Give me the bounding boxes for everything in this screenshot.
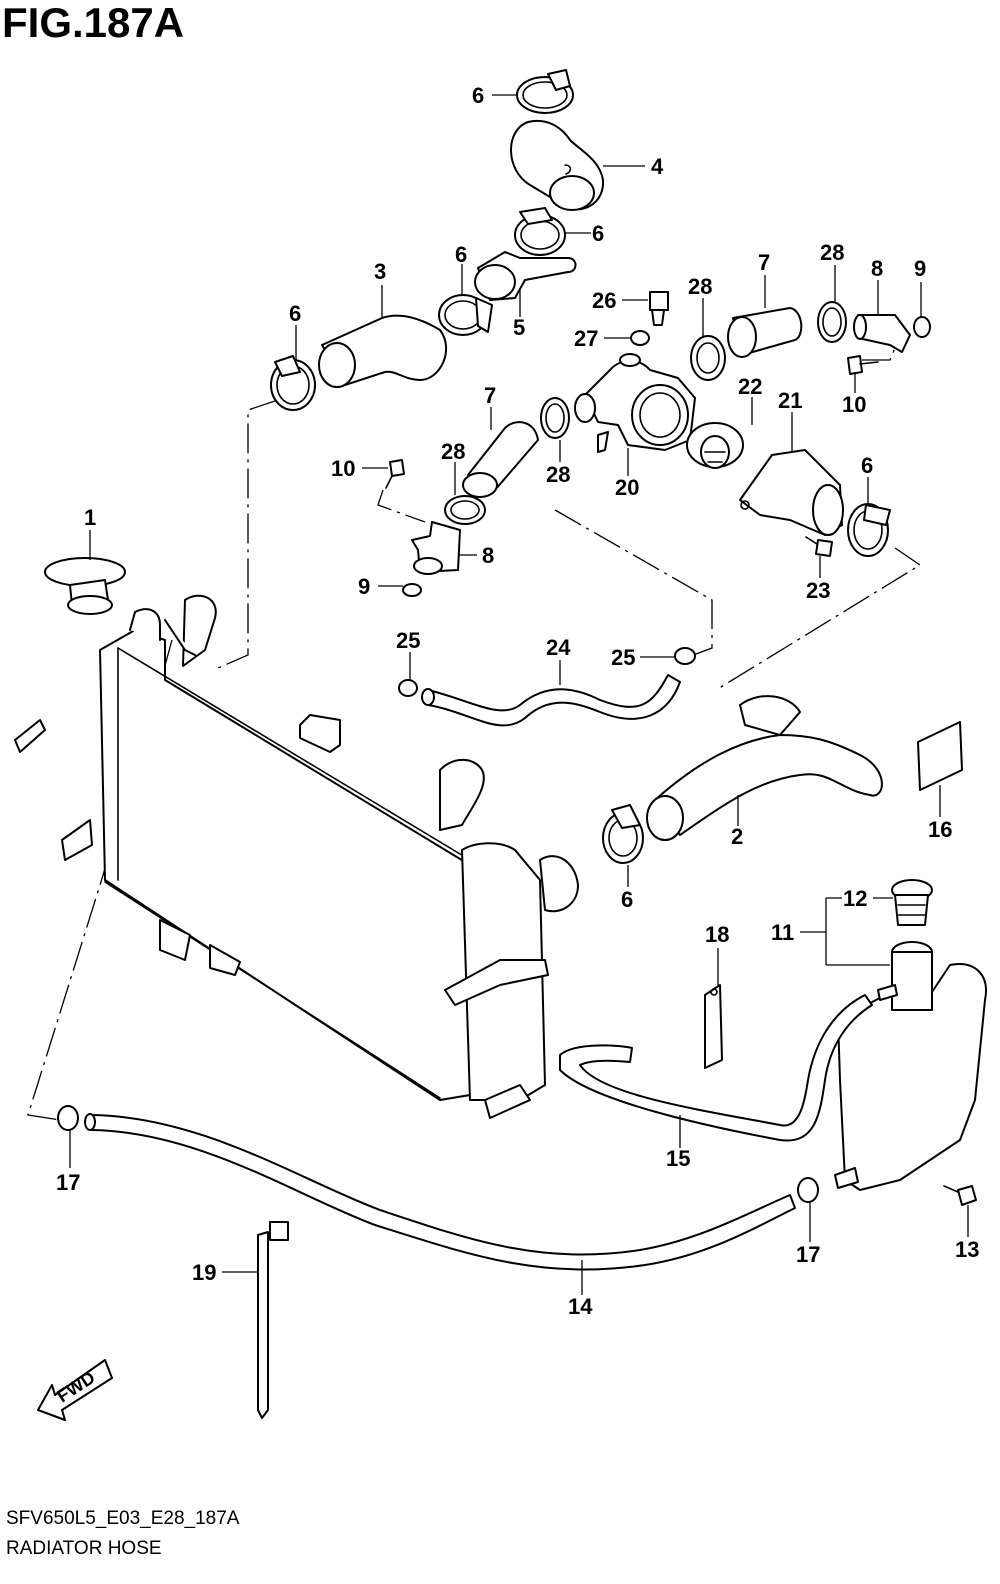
pipe-8-right bbox=[853, 314, 911, 353]
thermostat-22 bbox=[686, 422, 744, 469]
hose-clamp-6-third bbox=[438, 294, 493, 336]
clip-17-left bbox=[57, 1105, 79, 1131]
bolt-10-left bbox=[385, 459, 405, 489]
clamp-28-mid bbox=[690, 335, 726, 381]
callout-22: 22 bbox=[738, 374, 762, 399]
clip-25-left bbox=[398, 679, 418, 697]
callout-8: 8 bbox=[482, 543, 494, 568]
callout-20: 20 bbox=[615, 475, 639, 500]
bracket-18 bbox=[704, 984, 723, 1069]
radiator-cap-1 bbox=[44, 557, 126, 615]
callout-2: 2 bbox=[731, 824, 743, 849]
callout-7: 7 bbox=[758, 250, 770, 275]
bolt-13 bbox=[943, 1185, 977, 1206]
bolt-23 bbox=[805, 536, 833, 557]
radiator bbox=[14, 594, 579, 1119]
callout-25: 25 bbox=[396, 628, 420, 653]
callout-17: 17 bbox=[796, 1242, 820, 1267]
sensor-26 bbox=[649, 291, 669, 326]
leader-lines bbox=[69, 94, 969, 1295]
callout-23: 23 bbox=[806, 578, 830, 603]
callout-6: 6 bbox=[592, 221, 604, 246]
figure-title: FIG.187A bbox=[2, 0, 185, 46]
housing-cover-21 bbox=[739, 449, 844, 536]
callout-18: 18 bbox=[705, 922, 729, 947]
callout-17: 17 bbox=[56, 1170, 80, 1195]
pipe-5 bbox=[474, 251, 577, 301]
callout-21: 21 bbox=[778, 388, 802, 413]
callout-9: 9 bbox=[358, 574, 370, 599]
callout-14: 14 bbox=[568, 1294, 593, 1319]
hose-4 bbox=[510, 120, 605, 211]
callout-10: 10 bbox=[331, 456, 355, 481]
forward-direction-arrow: FWD bbox=[37, 1359, 113, 1421]
clamp-28-right-top bbox=[817, 301, 847, 343]
clamp-28-left bbox=[444, 495, 486, 525]
callout-28: 28 bbox=[441, 439, 465, 464]
bolt-10-right bbox=[847, 355, 879, 375]
hose-clamp-6-right bbox=[847, 503, 891, 557]
callout-15: 15 bbox=[666, 1146, 690, 1171]
callout-12: 12 bbox=[843, 886, 867, 911]
cap-12 bbox=[891, 879, 933, 926]
callout-6: 6 bbox=[289, 301, 301, 326]
callout-26: 26 bbox=[592, 288, 616, 313]
callout-11: 11 bbox=[771, 920, 794, 945]
hose-clamp-6-top bbox=[516, 69, 574, 114]
callout-numbers: 6 4 6 3 6 5 7 28 8 9 26 28 6 27 10 22 7 … bbox=[56, 83, 979, 1319]
callout-19: 19 bbox=[192, 1260, 216, 1285]
o-ring-9-left bbox=[402, 583, 422, 597]
o-ring-9-right bbox=[913, 316, 931, 338]
callout-10: 10 bbox=[842, 392, 866, 417]
hose-24 bbox=[421, 674, 681, 727]
callout-16: 16 bbox=[928, 817, 952, 842]
hose-3 bbox=[318, 314, 447, 388]
pipe-8-left bbox=[411, 521, 461, 575]
callout-6: 6 bbox=[621, 887, 633, 912]
hose-7-right bbox=[727, 307, 803, 358]
hose-clamp-6-left bbox=[270, 355, 316, 411]
callout-8: 8 bbox=[871, 256, 883, 281]
callout-28: 28 bbox=[546, 462, 570, 487]
figure-name: RADIATOR HOSE bbox=[6, 1538, 162, 1559]
callout-6: 6 bbox=[861, 453, 873, 478]
hose-15 bbox=[559, 994, 873, 1142]
callout-5: 5 bbox=[513, 315, 525, 340]
callout-1: 1 bbox=[84, 505, 96, 530]
reservoir-tank-11 bbox=[834, 941, 987, 1191]
callout-28: 28 bbox=[820, 240, 844, 265]
callout-6: 6 bbox=[455, 242, 467, 267]
cable-tie-19 bbox=[257, 1221, 289, 1419]
clip-25-right bbox=[674, 647, 696, 665]
hose-2 bbox=[646, 695, 883, 841]
callout-4: 4 bbox=[651, 154, 664, 179]
hose-14 bbox=[84, 1113, 796, 1271]
callout-9: 9 bbox=[914, 256, 926, 281]
hose-clamp-6-lower bbox=[602, 804, 644, 864]
clip-17-right bbox=[797, 1177, 819, 1203]
callout-25: 25 bbox=[611, 645, 635, 670]
label-16 bbox=[917, 721, 963, 791]
callout-6: 6 bbox=[472, 83, 484, 108]
callout-28: 28 bbox=[688, 274, 712, 299]
callout-24: 24 bbox=[546, 635, 571, 660]
hose-7-left bbox=[462, 421, 539, 498]
callout-7: 7 bbox=[484, 383, 496, 408]
thermostat-housing-20 bbox=[574, 353, 696, 453]
hose-clamp-6-second bbox=[514, 207, 566, 256]
callout-27: 27 bbox=[574, 326, 598, 351]
figure-code: SFV650L5_E03_E28_187A bbox=[6, 1508, 240, 1529]
callout-3: 3 bbox=[374, 259, 386, 284]
callout-13: 13 bbox=[955, 1237, 979, 1262]
clamp-28-lower bbox=[540, 397, 570, 439]
o-ring-27 bbox=[630, 330, 650, 346]
